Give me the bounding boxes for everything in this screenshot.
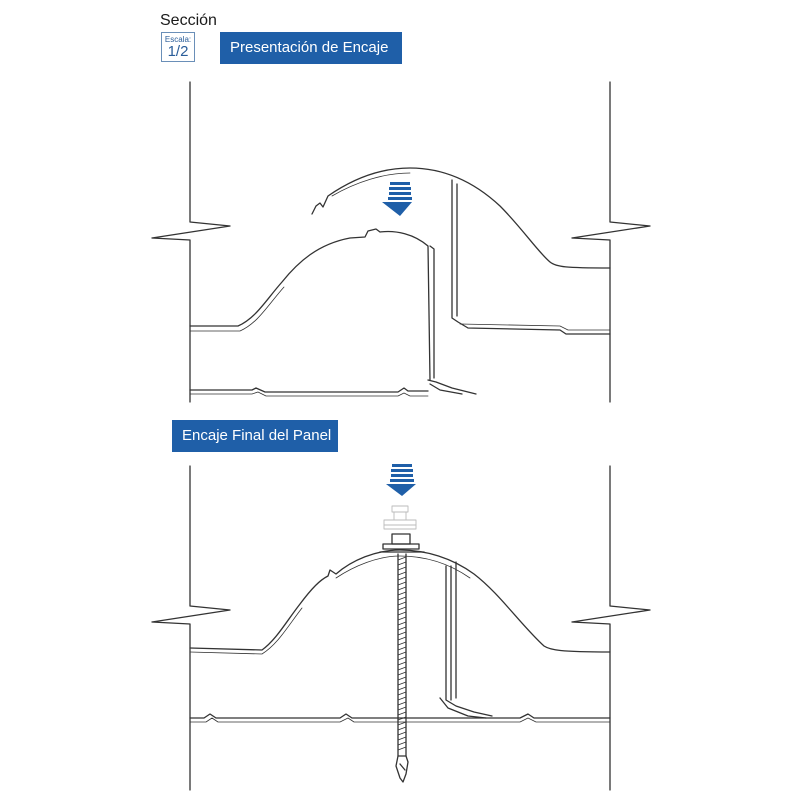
screw-drill-point bbox=[395, 755, 409, 783]
stage-title-final: Encaje Final del Panel bbox=[172, 420, 338, 452]
screw bbox=[379, 505, 425, 783]
joined-panel-profile bbox=[189, 549, 611, 653]
arrow-down-icon bbox=[386, 464, 416, 496]
joined-panel-liner-inner bbox=[189, 717, 611, 723]
screw-washer bbox=[382, 543, 420, 550]
incoming-panel-base bbox=[459, 323, 611, 331]
right-support-wall-top bbox=[571, 81, 651, 403]
incoming-panel-cap bbox=[311, 167, 611, 269]
stage-title-presentation: Presentación de Encaje bbox=[220, 32, 402, 64]
section-label: Sección bbox=[160, 12, 217, 29]
scale-value: 1/2 bbox=[167, 43, 189, 60]
screw-threads bbox=[397, 556, 407, 751]
screw-hex-head bbox=[391, 533, 411, 545]
incoming-panel-cap-inner bbox=[331, 172, 411, 197]
joined-panel-liner bbox=[189, 713, 611, 719]
presentation-stage bbox=[151, 81, 651, 403]
scale-label: Escala: bbox=[164, 35, 192, 44]
joined-panel-seam bbox=[439, 561, 493, 719]
screw-ghost bbox=[383, 505, 417, 530]
arrow-down-icon bbox=[382, 182, 412, 216]
final-stage bbox=[151, 464, 651, 791]
lower-panel-seam bbox=[427, 245, 477, 395]
incoming-panel-seam bbox=[451, 179, 611, 335]
lower-panel-profile bbox=[189, 228, 431, 381]
lower-panel-profile-inner bbox=[189, 286, 285, 332]
right-support-wall-bottom bbox=[571, 465, 651, 791]
lower-panel-liner bbox=[189, 387, 429, 393]
left-support-wall-bottom bbox=[151, 465, 231, 791]
lower-panel-liner-inner bbox=[189, 391, 429, 397]
scale-badge: Escala: 1/2 bbox=[161, 32, 195, 62]
left-support-wall-top bbox=[151, 81, 231, 403]
